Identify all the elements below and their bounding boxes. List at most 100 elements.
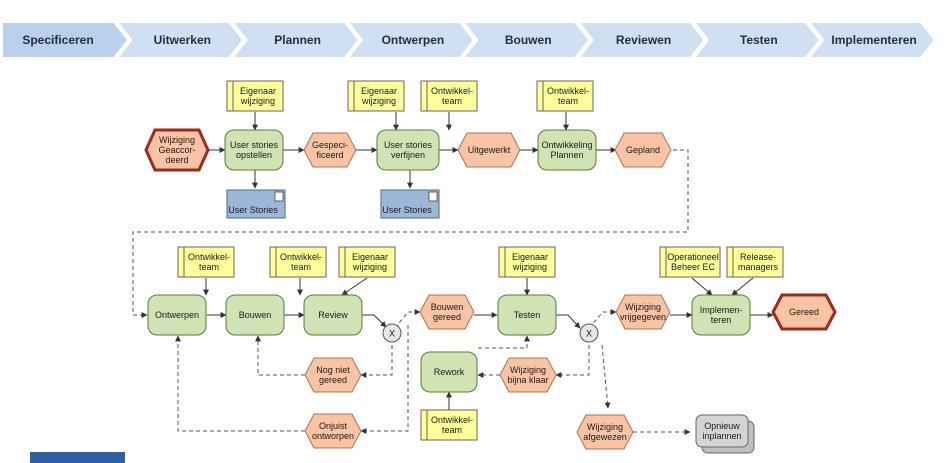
phase-step: Ontwerpen xyxy=(345,21,476,59)
node-label: Ontwerpen xyxy=(155,310,199,320)
gateway-xor-1[interactable]: X xyxy=(382,323,402,343)
dashed-connector xyxy=(394,309,421,329)
phase-step: Bouwen xyxy=(461,21,591,59)
gateway-xor-2[interactable]: X xyxy=(579,323,599,343)
document-user-stories-2[interactable]: User Stories xyxy=(380,189,440,219)
node-label: Gespeci-ficeerd xyxy=(312,140,348,160)
function-review[interactable]: Review xyxy=(303,294,363,336)
document-icon xyxy=(428,191,438,202)
document-icon xyxy=(274,191,284,202)
node-label: Uitgewerkt xyxy=(468,145,511,155)
node-label: Rework xyxy=(434,367,465,377)
flow-connector xyxy=(691,277,713,296)
flow-connector xyxy=(731,277,754,296)
node-label: Ontwikkel-team xyxy=(188,252,230,272)
phase-step: Plannen xyxy=(230,21,360,59)
role-ontwikkelteam-5[interactable]: Ontwikkel-team xyxy=(420,409,478,441)
phase-step: Specificeren xyxy=(1,21,130,59)
bottom-edge-bar xyxy=(30,452,125,463)
dashed-connector xyxy=(132,149,689,318)
dashed-connector xyxy=(555,345,590,378)
node-label: Implemen-teren xyxy=(700,305,743,325)
phase-label: Reviewen xyxy=(616,33,671,47)
phase-label: Plannen xyxy=(274,33,321,47)
dashed-connector xyxy=(360,345,393,378)
gateway-label: X xyxy=(389,329,395,339)
flow-connector xyxy=(556,314,581,329)
phase-step: Reviewen xyxy=(576,21,706,59)
event-gespecificeerd[interactable]: Gespeci-ficeerd xyxy=(303,132,357,168)
phase-label: Uitwerken xyxy=(154,33,211,47)
document-user-stories-1[interactable]: User Stories xyxy=(226,189,286,219)
phase-label: Testen xyxy=(740,33,778,47)
node-label: Ontwikkel-team xyxy=(280,252,322,272)
dashed-connector xyxy=(588,309,617,329)
function-testen[interactable]: Testen xyxy=(497,294,557,336)
phase-step: Uitwerken xyxy=(115,21,245,59)
phase-label: Ontwerpen xyxy=(382,33,445,47)
dashed-connector xyxy=(478,335,530,349)
node-label: Ontwikkel-team xyxy=(431,86,473,106)
node-label: Bouwen xyxy=(239,310,272,320)
event-uitgewerkt[interactable]: Uitgewerkt xyxy=(457,132,521,168)
phase-step: Implementeren xyxy=(807,21,937,59)
flow-connector xyxy=(341,277,368,296)
node-label: Ontwikkel-team xyxy=(431,415,473,435)
event-gepland[interactable]: Gepland xyxy=(614,132,672,168)
dashed-connector xyxy=(175,335,305,432)
node-label: Testen xyxy=(514,310,541,320)
role-ontwikkelteam-4[interactable]: Ontwikkel-team xyxy=(269,246,327,278)
function-implementeren[interactable]: Implemen-teren xyxy=(691,294,751,336)
flow-connector xyxy=(360,314,387,328)
role-ontwikkelteam-1[interactable]: Ontwikkel-team xyxy=(420,80,478,112)
function-bouwen[interactable]: Bouwen xyxy=(225,294,285,336)
phase-step: Testen xyxy=(691,21,822,59)
phase-label: Specificeren xyxy=(22,33,93,47)
function-rework[interactable]: Rework xyxy=(420,351,478,393)
gateway-label: X xyxy=(586,329,592,339)
dashed-connector xyxy=(255,335,305,376)
node-label: User Stories xyxy=(228,205,278,215)
phase-label: Implementeren xyxy=(831,33,916,47)
role-release-managers[interactable]: Release-managers xyxy=(726,246,784,278)
node-label: Ontwikkel-team xyxy=(547,86,589,106)
node-label: Gereed xyxy=(789,307,819,317)
dashed-connector xyxy=(601,344,611,409)
role-ontwikkelteam-3[interactable]: Ontwikkel-team xyxy=(177,246,235,278)
role-ontwikkelteam-2[interactable]: Ontwikkel-team xyxy=(536,80,594,112)
function-ontwerpen[interactable]: Ontwerpen xyxy=(147,294,207,336)
end-event-gereed[interactable]: Gereed xyxy=(771,293,837,331)
